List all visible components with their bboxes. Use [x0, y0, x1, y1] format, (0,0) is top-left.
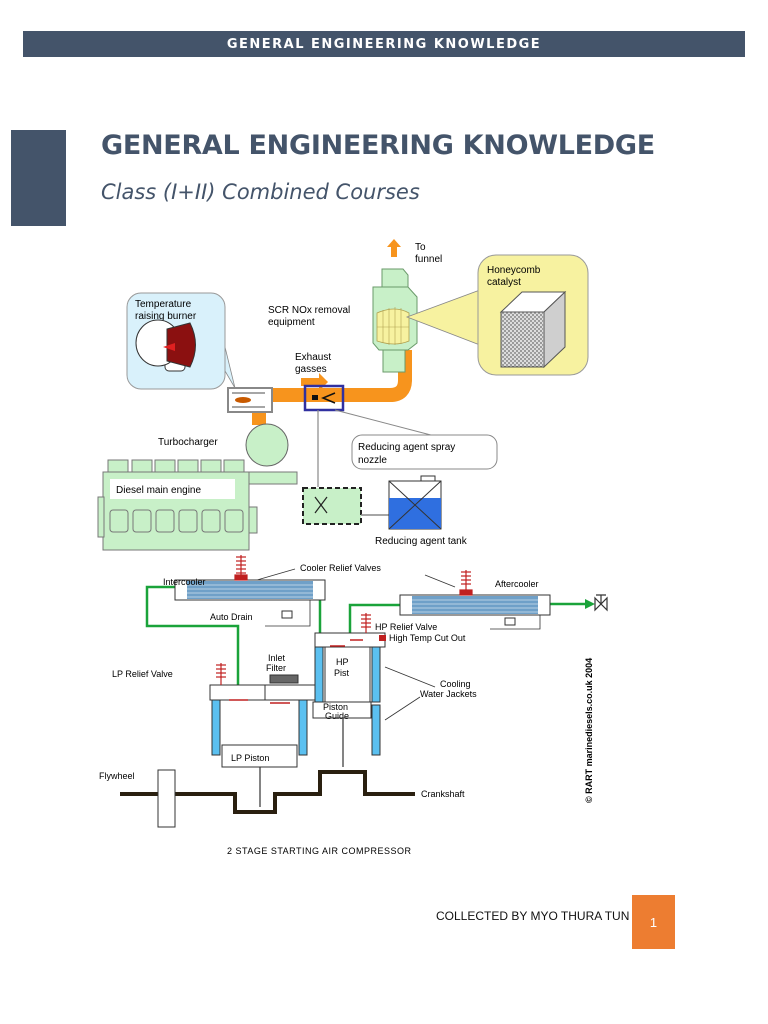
label-hp-piston-1: HP: [336, 657, 349, 667]
label-diesel-engine: Diesel main engine: [116, 485, 201, 496]
document-subtitle: Class (I+II) Combined Courses: [101, 180, 420, 204]
label-spray-nozzle-1: Reducing agent spray: [358, 442, 455, 453]
label-hp-relief-valve: HP Relief Valve: [375, 622, 437, 632]
page-number: 1: [649, 914, 658, 930]
running-header-text: GENERAL ENGINEERING KNOWLEDGE: [226, 36, 542, 52]
label-inlet-filter-1: Inlet: [268, 653, 286, 663]
hp-relief-valve-icon: [361, 613, 371, 633]
compressor-diagram: Intercooler Aftercooler Cooler Relief Va…: [99, 555, 608, 856]
label-to-funnel-1: To: [415, 242, 426, 253]
lp-relief-valve-icon: [216, 663, 226, 685]
inlet-filter-icon: [269, 674, 299, 684]
label-reducing-agent-tank: Reducing agent tank: [375, 536, 468, 547]
exhaust-pipe: [245, 350, 412, 402]
diagram-canvas: To funnel Honeycomb catalyst Temperature…: [97, 239, 608, 856]
label-lp-piston: LP Piston: [231, 753, 269, 763]
hp-cylinder: [312, 632, 386, 756]
intercooler: [174, 579, 326, 601]
diesel-engine: [97, 459, 298, 551]
to-funnel-arrow-icon: [387, 239, 401, 257]
label-lp-relief-valve: LP Relief Valve: [112, 669, 173, 679]
compressor-caption: 2 STAGE STARTING AIR COMPRESSOR: [227, 846, 412, 856]
drain-valve-icon: [594, 594, 608, 612]
label-scr-equipment-2: equipment: [268, 317, 315, 328]
cooler-relief-valve-icon: [234, 555, 248, 581]
label-cooler-relief-valves: Cooler Relief Valves: [300, 563, 381, 573]
page-number-badge: 1: [632, 895, 675, 949]
label-inlet-filter-2: Filter: [266, 663, 286, 673]
title-accent-block: [11, 130, 66, 226]
high-temp-cutout-icon: [379, 635, 386, 641]
label-scr-equipment-1: SCR NOx removal: [268, 305, 350, 316]
label-high-temp-cut-out: High Temp Cut Out: [389, 633, 466, 643]
burner-flame-icon: [235, 397, 251, 403]
label-aftercooler: Aftercooler: [495, 579, 539, 589]
aftercooler: [399, 594, 551, 616]
label-flywheel: Flywheel: [99, 771, 135, 781]
label-cooling-2: Water Jackets: [420, 689, 477, 699]
label-hp-piston-2: Pist: [334, 668, 350, 678]
label-turbocharger: Turbocharger: [158, 437, 218, 448]
collected-by-credit: COLLECTED BY MYO THURA TUN: [436, 909, 630, 923]
label-burner-2: raising burner: [135, 311, 197, 322]
copyright-text: © RART marinediesels.co.uk 2004: [584, 658, 594, 803]
label-exhaust-1: Exhaust: [295, 352, 331, 363]
turbocharger: [245, 423, 289, 467]
label-piston-guide-1: Piston: [323, 702, 348, 712]
scr-diagram: To funnel Honeycomb catalyst Temperature…: [97, 239, 589, 551]
spray-nozzle-box: [303, 384, 345, 412]
label-honeycomb-1: Honeycomb: [487, 265, 541, 276]
crankshaft: [120, 770, 415, 814]
label-to-funnel-2: funnel: [415, 254, 442, 265]
lp-cylinder: [209, 674, 316, 768]
reducing-agent-tank: [388, 475, 442, 530]
aftercooler-relief-valve-icon: [459, 570, 473, 596]
label-auto-drain: Auto Drain: [210, 612, 253, 622]
label-honeycomb-2: catalyst: [487, 277, 521, 288]
scr-reactor: [372, 268, 418, 373]
label-cooling-1: Cooling: [440, 679, 471, 689]
flywheel: [157, 769, 176, 828]
running-header: GENERAL ENGINEERING KNOWLEDGE: [23, 31, 745, 57]
label-exhaust-2: gasses: [295, 364, 327, 375]
spray-nozzle-callout: [351, 434, 498, 470]
burner-icon: [135, 319, 196, 372]
dosing-valve-unit: [302, 487, 362, 525]
label-spray-nozzle-2: nozzle: [358, 455, 387, 466]
document-title: GENERAL ENGINEERING KNOWLEDGE: [101, 130, 655, 161]
honeycomb-block-icon: [499, 290, 567, 369]
label-piston-guide-2: Guide: [325, 711, 349, 721]
label-intercooler: Intercooler: [163, 577, 206, 587]
figure-diagrams: To funnel Honeycomb catalyst Temperature…: [95, 235, 655, 870]
label-burner-1: Temperature: [135, 299, 192, 310]
label-crankshaft: Crankshaft: [421, 789, 465, 799]
